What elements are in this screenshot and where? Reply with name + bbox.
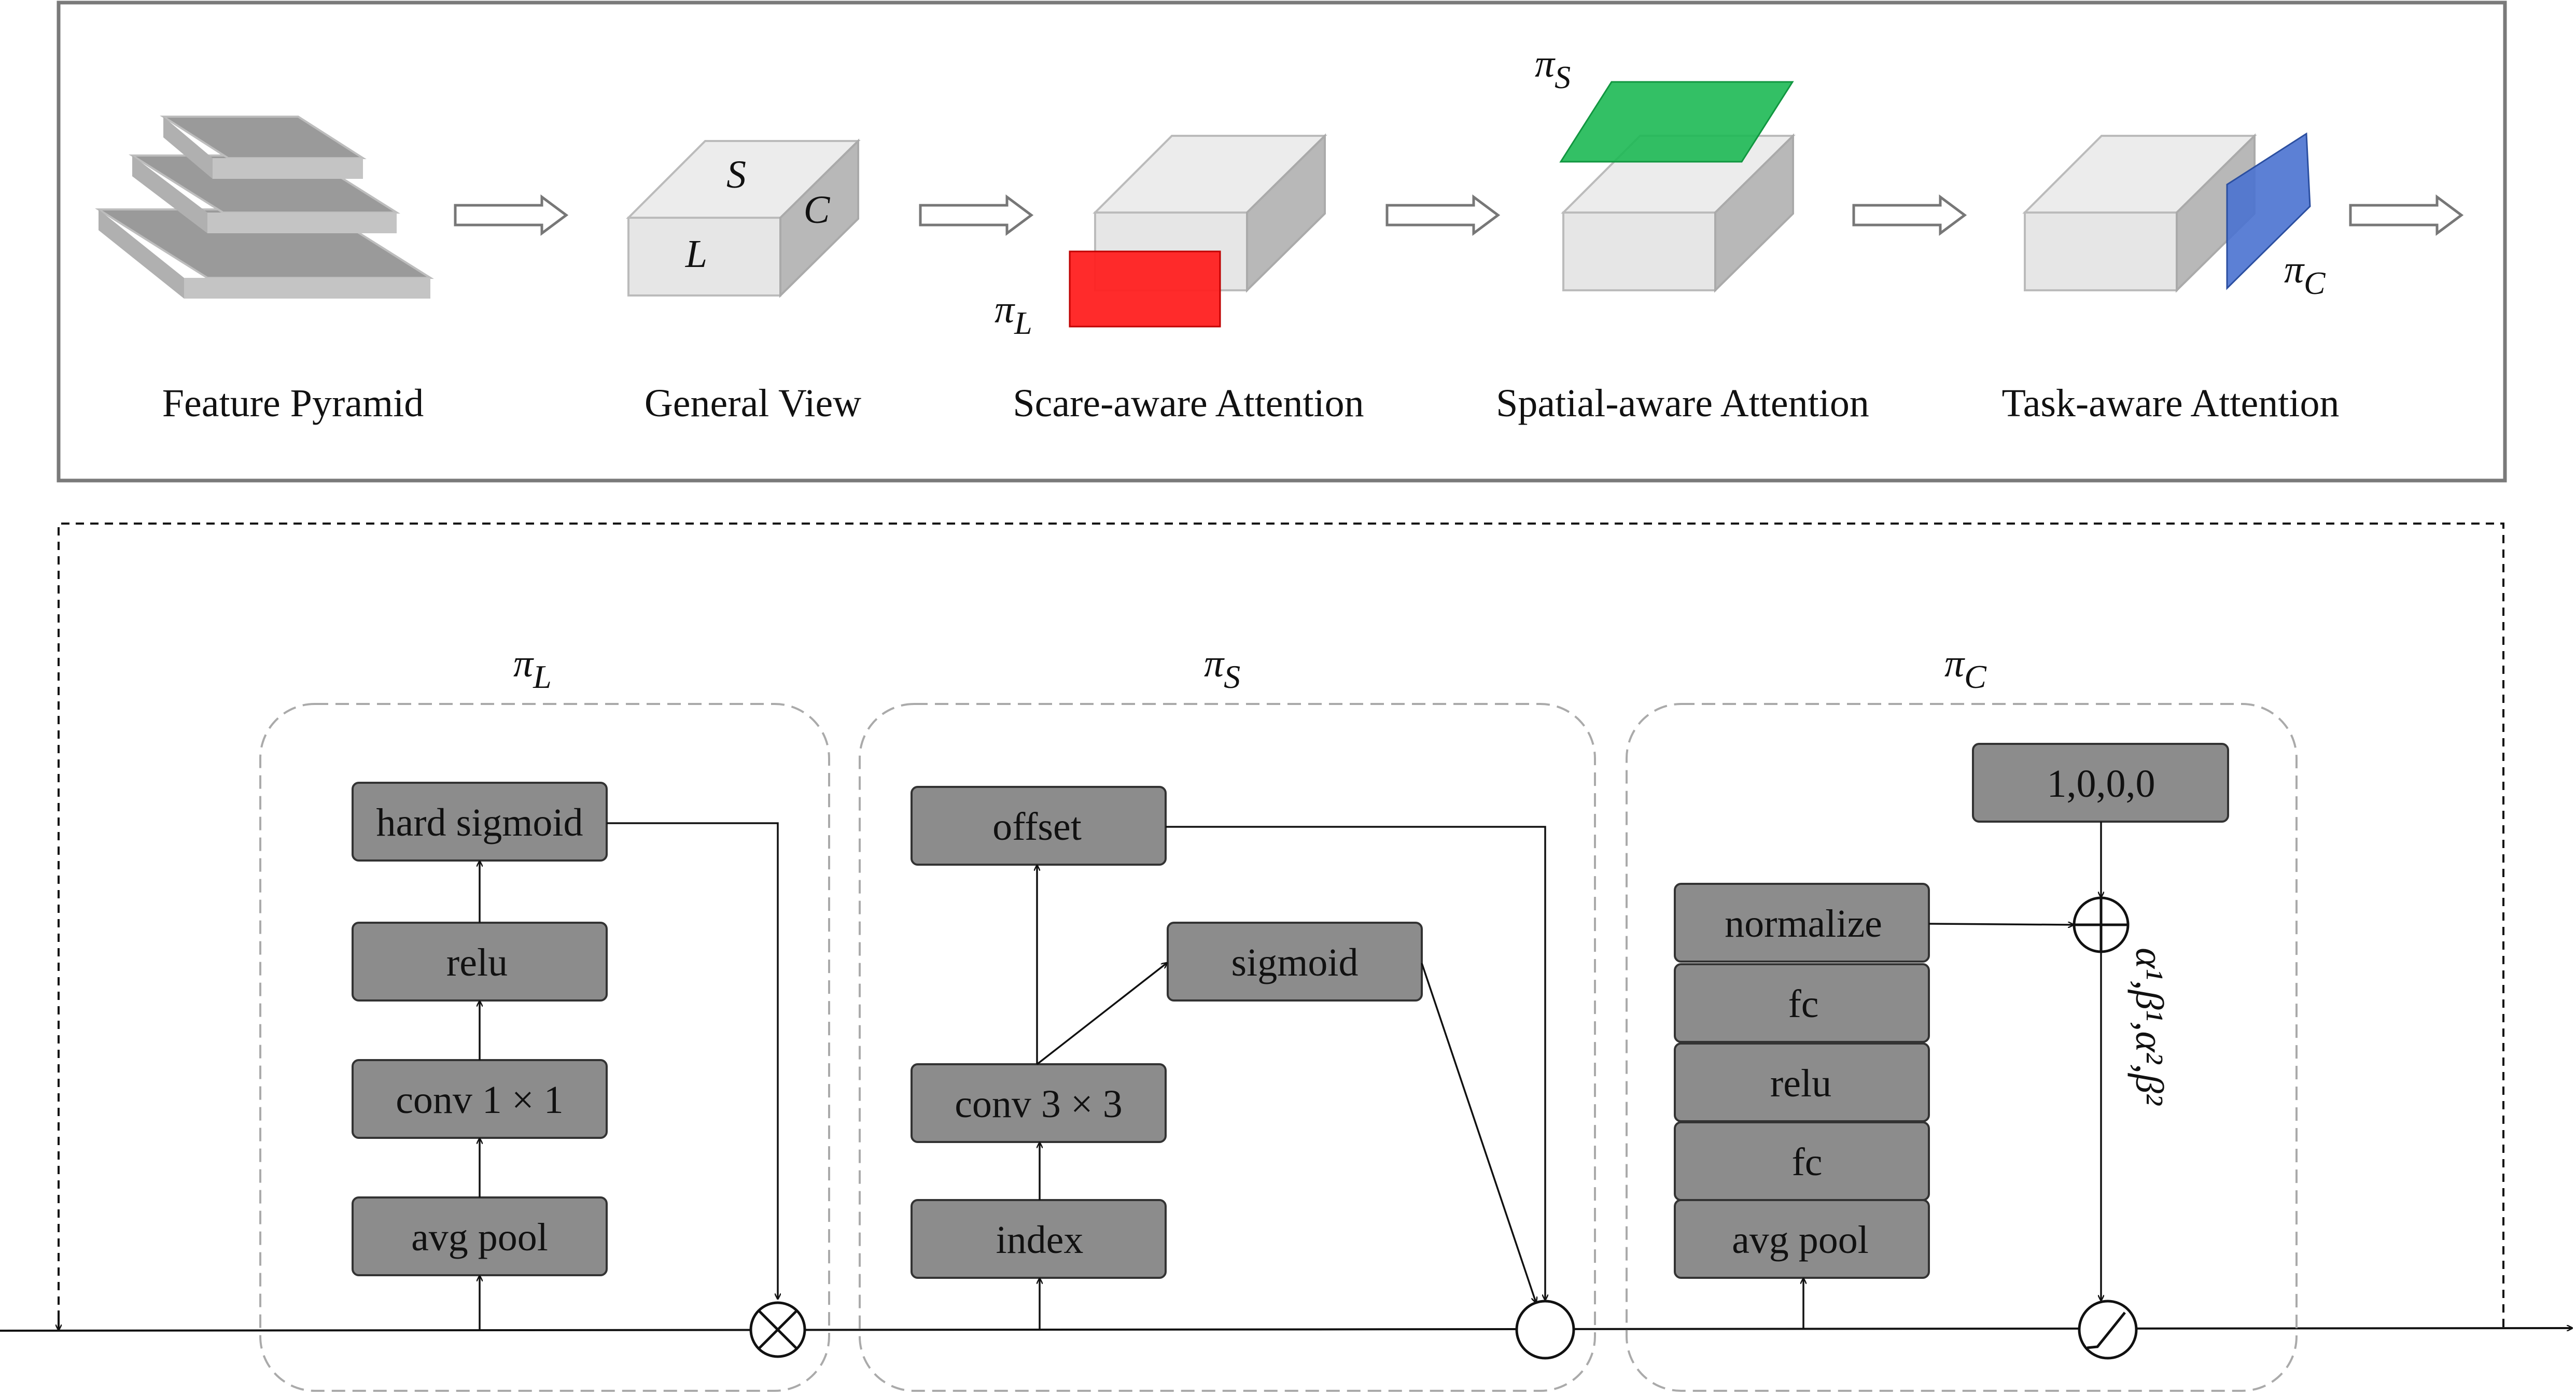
block-offset: offset (911, 786, 1167, 866)
block-avg-pool: avg pool (352, 1196, 608, 1276)
svg-text:offset: offset (992, 805, 1082, 849)
pi-c-top-label: πC (2284, 248, 2326, 301)
pi-s-top-label: πS (1535, 42, 1571, 95)
scale-module-frame (259, 703, 830, 1392)
task-module: 1,0,0,0 normalize fc relu fc avg pool (1674, 743, 2229, 1360)
general-view-cube-icon (626, 138, 861, 298)
block-conv-1x1: conv 1 × 1 (352, 1059, 608, 1139)
feature-pyramid-icon (95, 116, 434, 299)
svg-text:conv 1 × 1: conv 1 × 1 (396, 1078, 564, 1122)
svg-text:relu: relu (1770, 1062, 1831, 1105)
top-panel-frame (57, 1, 2507, 483)
spatial-module-frame (859, 703, 1596, 1392)
coefficient-label: α¹,β¹,α²,β² (2127, 948, 2171, 1106)
task-module-frame (1626, 703, 2298, 1392)
caption-general-view: General View (645, 382, 861, 425)
svg-text:relu: relu (446, 941, 508, 984)
caption-feature-pyramid: Feature Pyramid (162, 382, 424, 425)
activation-icon (2078, 1300, 2138, 1360)
task-module-title: πC (1944, 642, 1987, 695)
task-attention-plane (2226, 132, 2311, 290)
block-avg-pool-task: avg pool (1674, 1199, 1930, 1279)
block-normalize: normalize (1674, 883, 1930, 963)
svg-text:hard sigmoid: hard sigmoid (376, 801, 583, 844)
block-hard-sigmoid: hard sigmoid (352, 782, 608, 862)
svg-text:index: index (996, 1218, 1084, 1262)
block-conv-3x3: conv 3 × 3 (911, 1063, 1167, 1143)
flow-arrows (454, 194, 2464, 236)
block-sigmoid: sigmoid (1167, 922, 1423, 1002)
pi-l-top-label: πL (995, 288, 1032, 341)
block-relu-task: relu (1674, 1042, 1930, 1122)
scale-module-title: πL (513, 642, 552, 695)
block-relu: relu (352, 922, 608, 1002)
caption-scale-aware: Scare-aware Attention (1013, 382, 1364, 425)
face-label-l: L (685, 232, 707, 276)
svg-text:sigmoid: sigmoid (1231, 941, 1359, 984)
svg-text:avg pool: avg pool (1732, 1218, 1869, 1262)
spatial-module-title: πS (1204, 642, 1240, 695)
face-label-s: S (726, 153, 746, 196)
bottom-panel-frame (58, 523, 2504, 1327)
spatial-attention-cube-icon (1559, 81, 1796, 293)
spatial-module: offset sigmoid conv 3 × 3 index (911, 786, 1575, 1360)
svg-text:fc: fc (1788, 982, 1818, 1026)
svg-text:fc: fc (1791, 1140, 1822, 1184)
svg-text:1,0,0,0: 1,0,0,0 (2047, 762, 2155, 806)
caption-task-aware: Task-aware Attention (2001, 382, 2339, 425)
plus-icon (2073, 896, 2130, 953)
caption-spatial-aware: Spatial-aware Attention (1496, 382, 1869, 425)
scale-attention-cube-icon (1069, 133, 1327, 328)
block-fc-top: fc (1674, 963, 1930, 1043)
svg-text:normalize: normalize (1725, 902, 1882, 946)
main-feature-path (0, 1328, 2572, 1332)
svg-text:avg pool: avg pool (411, 1216, 548, 1259)
scale-attention-plane (1069, 250, 1221, 328)
block-index: index (911, 1199, 1167, 1279)
face-label-c: C (804, 188, 831, 232)
scale-module: hard sigmoid relu conv 1 × 1 avg pool (352, 782, 806, 1358)
spatial-attention-plane (1559, 81, 1794, 163)
multiply-icon (749, 1301, 806, 1358)
task-attention-cube-icon (2022, 132, 2311, 293)
svg-text:conv 3 × 3: conv 3 × 3 (955, 1082, 1123, 1126)
block-init-values: 1,0,0,0 (1972, 743, 2229, 823)
block-fc-bottom: fc (1674, 1121, 1930, 1201)
circle-node (1515, 1300, 1575, 1360)
